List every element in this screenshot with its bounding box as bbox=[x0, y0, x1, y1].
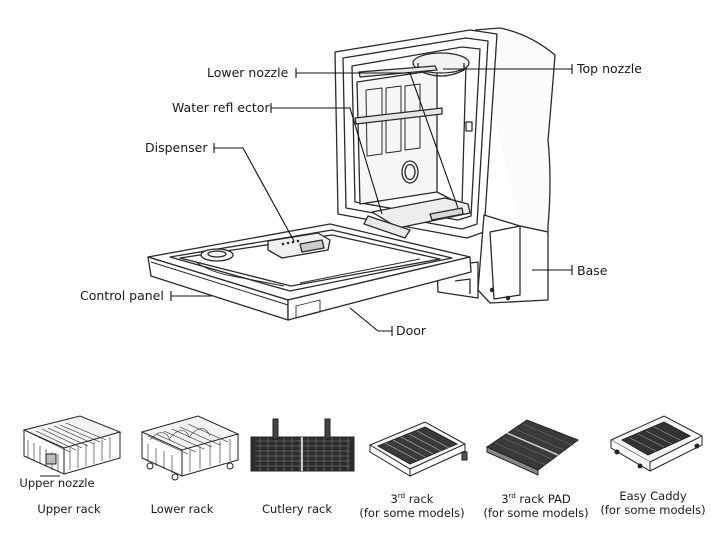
water-reflector-label: Water refl ector bbox=[172, 100, 270, 115]
upper-rack-image bbox=[22, 415, 122, 477]
lower-rack-caption: Lower rack bbox=[150, 502, 214, 516]
cutlery-rack-image bbox=[250, 418, 355, 472]
third-rack-num: 3 bbox=[390, 491, 398, 506]
easy-caddy-image bbox=[609, 415, 704, 472]
third-rack-word: rack bbox=[408, 491, 434, 506]
third-rack-caption: 3rd rack (for some models) bbox=[347, 489, 477, 520]
third-rack-pad-caption: 3rd rack PAD (for some models) bbox=[471, 489, 601, 520]
upper-nozzle-label: Upper nozzle bbox=[19, 476, 95, 490]
door-label: Door bbox=[396, 323, 427, 338]
easy-caddy-note: (for some models) bbox=[600, 503, 706, 517]
third-rack-image bbox=[368, 421, 468, 477]
easy-caddy-title: Easy Caddy bbox=[619, 489, 687, 503]
dispenser-label: Dispenser bbox=[145, 140, 208, 155]
control-panel-label: Control panel bbox=[80, 288, 164, 303]
cutlery-rack-caption: Cutlery rack bbox=[261, 502, 333, 516]
top-nozzle-label: Top nozzle bbox=[576, 61, 642, 76]
lower-nozzle-label: Lower nozzle bbox=[207, 65, 289, 80]
lower-rack-image bbox=[140, 415, 240, 481]
upper-rack-caption: Upper rack bbox=[37, 502, 101, 516]
base-label: Base bbox=[577, 263, 608, 278]
easy-caddy-caption: Easy Caddy (for some models) bbox=[588, 489, 711, 517]
third-rack-pad-image bbox=[485, 419, 580, 476]
third-rack-pad-word: rack PAD bbox=[519, 491, 571, 506]
third-rack-sup: rd bbox=[397, 492, 406, 500]
third-rack-pad-sup: rd bbox=[508, 492, 516, 500]
third-rack-pad-num: 3 bbox=[501, 491, 509, 506]
dishwasher-illustration bbox=[147, 27, 556, 321]
third-rack-note: (for some models) bbox=[359, 505, 465, 520]
callout-leader-lines bbox=[170, 64, 573, 336]
third-rack-pad-note: (for some models) bbox=[483, 505, 589, 520]
